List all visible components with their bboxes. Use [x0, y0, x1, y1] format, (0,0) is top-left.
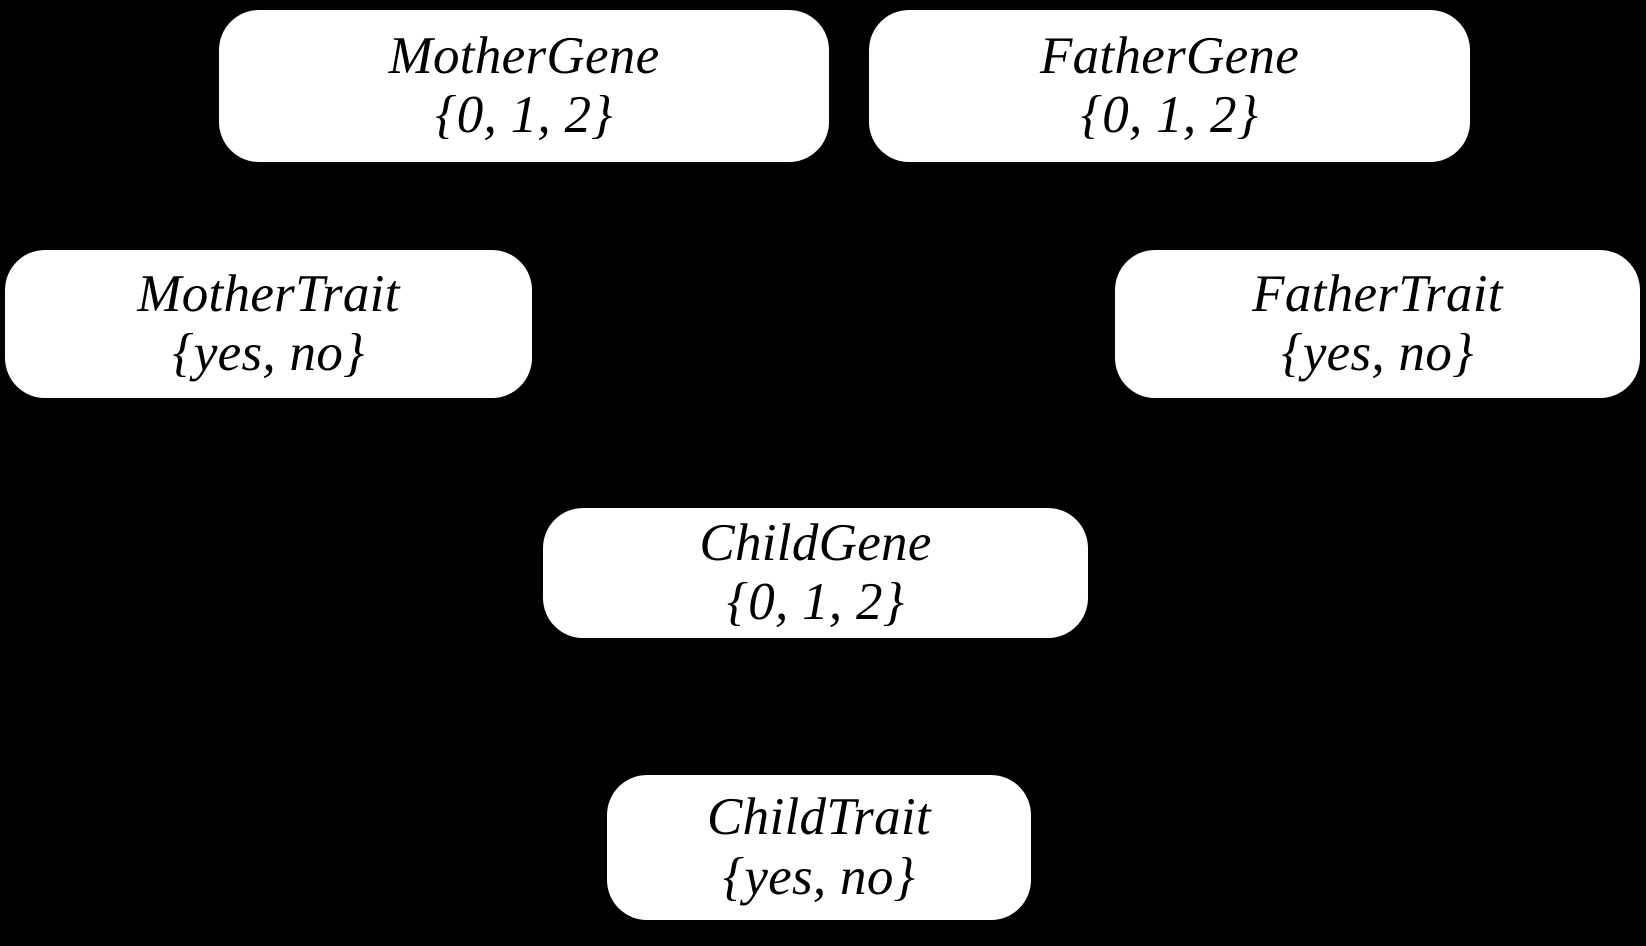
node-child-gene-label: ChildGene	[699, 513, 932, 572]
node-father-gene-domain: {0, 1, 2}	[1080, 86, 1259, 144]
node-mother-gene-domain: {0, 1, 2}	[435, 86, 613, 144]
node-child-gene-domain: {0, 1, 2}	[726, 573, 905, 631]
node-father-gene[interactable]: FatherGene {0, 1, 2}	[869, 10, 1470, 162]
edge-child-gene-to-child-trait	[813, 637, 821, 776]
node-father-trait-label: FatherTrait	[1252, 264, 1503, 323]
node-mother-gene[interactable]: MotherGene {0, 1, 2}	[219, 10, 829, 162]
node-child-trait[interactable]: ChildTrait {yes, no}	[607, 775, 1031, 920]
node-father-gene-label: FatherGene	[1039, 26, 1300, 85]
node-father-trait[interactable]: FatherTrait {yes, no}	[1115, 250, 1640, 398]
node-mother-trait-domain: {yes, no}	[172, 324, 365, 382]
edge-mother-gene-to-child-gene	[558, 161, 702, 509]
node-child-gene[interactable]: ChildGene {0, 1, 2}	[543, 508, 1088, 638]
edge-father-gene-to-child-gene	[928, 161, 1102, 509]
node-child-trait-domain: {yes, no}	[722, 847, 916, 906]
node-mother-gene-label: MotherGene	[388, 26, 660, 85]
node-mother-trait-label: MotherTrait	[137, 264, 400, 323]
edge-father-gene-to-father-trait	[1239, 160, 1371, 252]
edge-mother-gene-to-mother-trait	[267, 160, 381, 252]
node-father-trait-domain: {yes, no}	[1281, 324, 1474, 382]
node-mother-trait[interactable]: MotherTrait {yes, no}	[5, 250, 532, 398]
node-child-trait-label: ChildTrait	[707, 788, 931, 847]
